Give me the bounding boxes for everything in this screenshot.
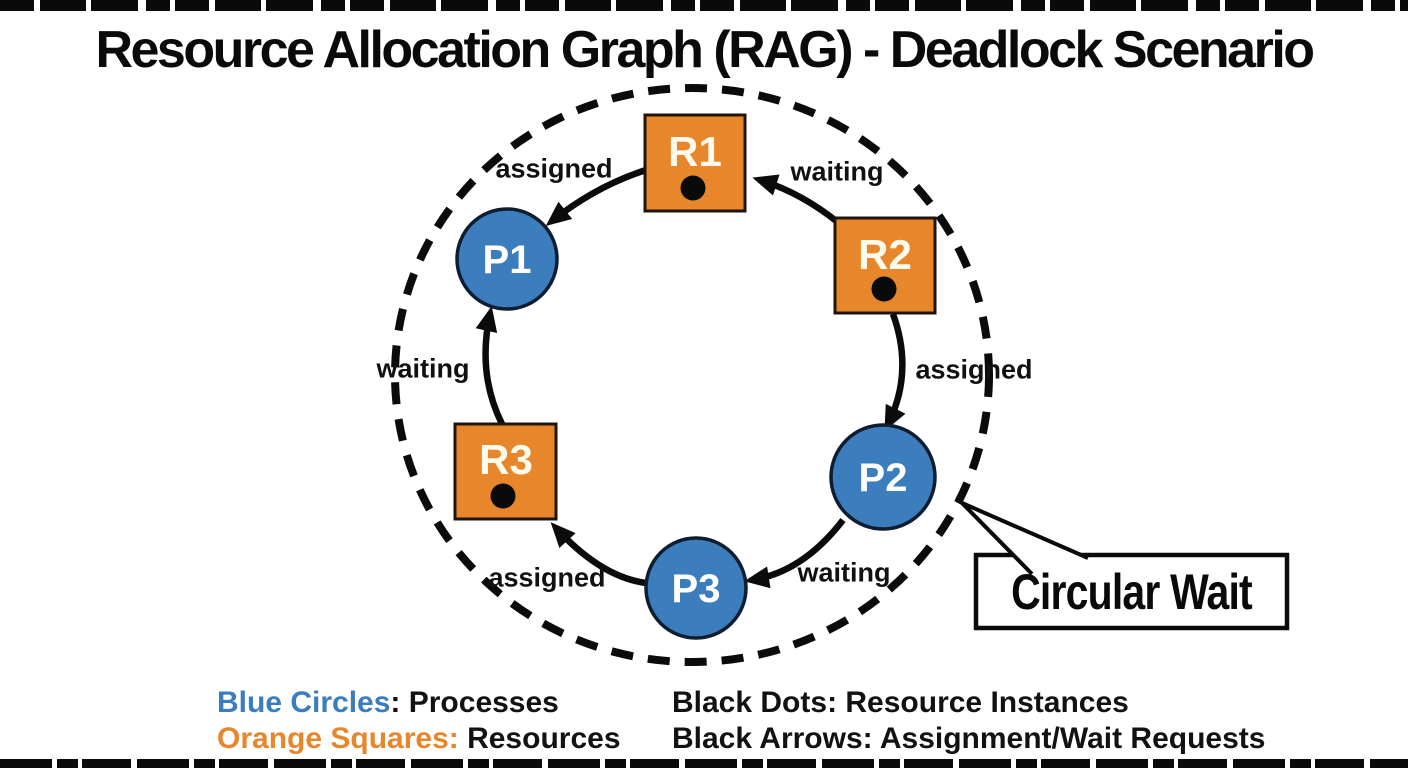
process-node-p3 xyxy=(644,536,748,640)
node-label-p3: P3 xyxy=(671,567,721,611)
legend-item-arrows: Black Arrows: Assignment/Wait Requests xyxy=(672,721,1265,757)
legend-desc-instances: : Resource Instances xyxy=(827,686,1129,719)
resource-instance-dot-r3 xyxy=(490,483,516,509)
circular-wait-boundary xyxy=(391,84,993,666)
node-label-r2: R2 xyxy=(858,231,912,278)
legend-term-blue-circles: Blue Circles xyxy=(217,686,391,719)
legend-term-black-dots: Black Dots xyxy=(672,686,828,719)
edge-label-p3-r3: assigned xyxy=(488,562,606,593)
process-node-p1 xyxy=(455,207,559,311)
legend-left-column: Blue Circles: Processes Orange Squares: … xyxy=(217,685,621,757)
edge-label-r2-r1: waiting xyxy=(790,156,884,187)
legend-desc-requests: : Assignment/Wait Requests xyxy=(862,722,1266,755)
legend-item-processes: Blue Circles: Processes xyxy=(217,685,621,721)
legend-item-resources: Orange Squares: Resources xyxy=(217,721,621,757)
edge-arrow-r2-r1-waiting xyxy=(752,174,843,227)
resource-instance-dot-r1 xyxy=(680,175,706,201)
edge-arrow-p3-r3-assigned xyxy=(550,522,647,587)
legend-right-column: Black Dots: Resource Instances Black Arr… xyxy=(672,685,1265,757)
bottom-crop-artifact xyxy=(0,759,1408,768)
edge-label-r1-p1: assigned xyxy=(495,153,613,184)
resource-instance-dot-r2 xyxy=(871,276,897,302)
node-label-p1: P1 xyxy=(482,238,532,282)
edge-arrow-r3-p1-waiting xyxy=(475,306,505,426)
edge-label-r2-p2: assigned xyxy=(915,354,1033,385)
node-label-r3: R3 xyxy=(479,436,533,483)
edge-arrow-r1-p1-assigned xyxy=(545,166,647,226)
legend-term-orange-squares: Orange Squares: xyxy=(217,722,459,755)
callout-label: Circular Wait xyxy=(1011,564,1253,620)
legend-desc-processes: : Processes xyxy=(390,686,559,719)
legend-item-dots: Black Dots: Resource Instances xyxy=(672,685,1265,721)
node-label-r1: R1 xyxy=(668,128,722,175)
page-title: Resource Allocation Graph (RAG) - Deadlo… xyxy=(95,21,1315,79)
legend-desc-resources: Resources xyxy=(458,722,621,755)
edge-arrow-r2-p2-assigned xyxy=(884,312,906,432)
edge-arrow-p2-p3-waiting xyxy=(744,518,846,589)
callout-tail xyxy=(960,501,1089,576)
node-label-p2: P2 xyxy=(858,456,908,500)
edge-label-p2-p3: waiting xyxy=(797,557,891,588)
process-node-p2 xyxy=(829,423,937,531)
edge-label-r3-p1: waiting xyxy=(376,353,470,384)
legend-term-black-arrows: Black Arrows xyxy=(672,722,863,755)
top-crop-artifact xyxy=(0,0,1408,11)
